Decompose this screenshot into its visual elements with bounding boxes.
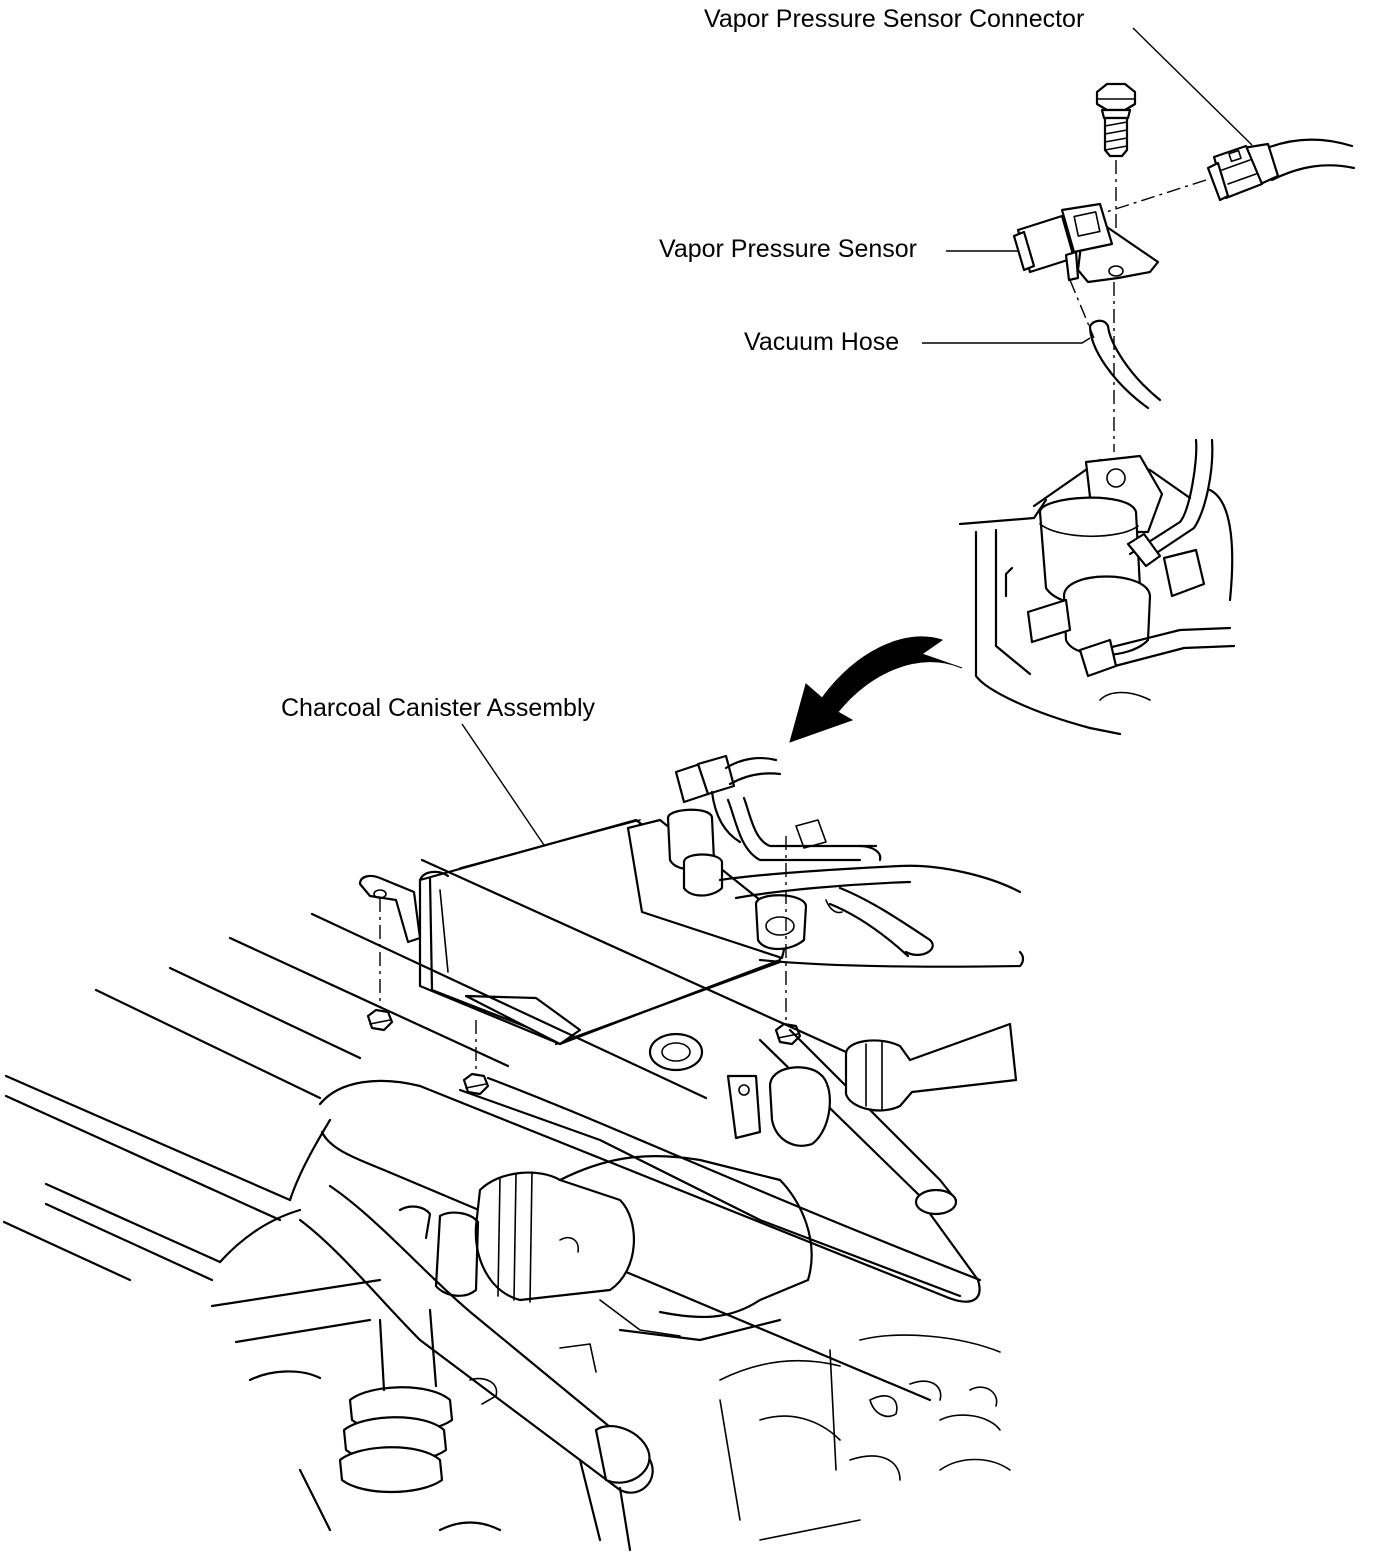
label-vacuum-hose: Vacuum Hose <box>744 328 899 356</box>
sensor-hose-guide-line <box>1069 279 1095 339</box>
leader-canister <box>461 723 547 849</box>
connector-axis-line <box>1099 179 1207 215</box>
vacuum-hose <box>1088 319 1162 410</box>
vapor-pressure-sensor-connector <box>1206 138 1356 202</box>
bolt <box>1095 82 1137 158</box>
detail-inset <box>958 438 1236 736</box>
charcoal-canister-assembly <box>358 754 1025 1074</box>
leader-connector <box>1132 27 1253 146</box>
vapor-pressure-sensor <box>1012 202 1160 284</box>
labels: Vapor Pressure Sensor Connector Vapor Pr… <box>281 5 1084 722</box>
leader-lines <box>461 27 1253 849</box>
curved-arrow <box>789 636 963 743</box>
leader-vacuum-hose <box>922 337 1091 344</box>
label-vapor-pressure-sensor: Vapor Pressure Sensor <box>659 235 917 263</box>
vehicle-underbody <box>2 858 1018 1552</box>
label-charcoal-canister-assembly: Charcoal Canister Assembly <box>281 694 596 722</box>
label-vapor-pressure-sensor-connector: Vapor Pressure Sensor Connector <box>704 5 1084 33</box>
